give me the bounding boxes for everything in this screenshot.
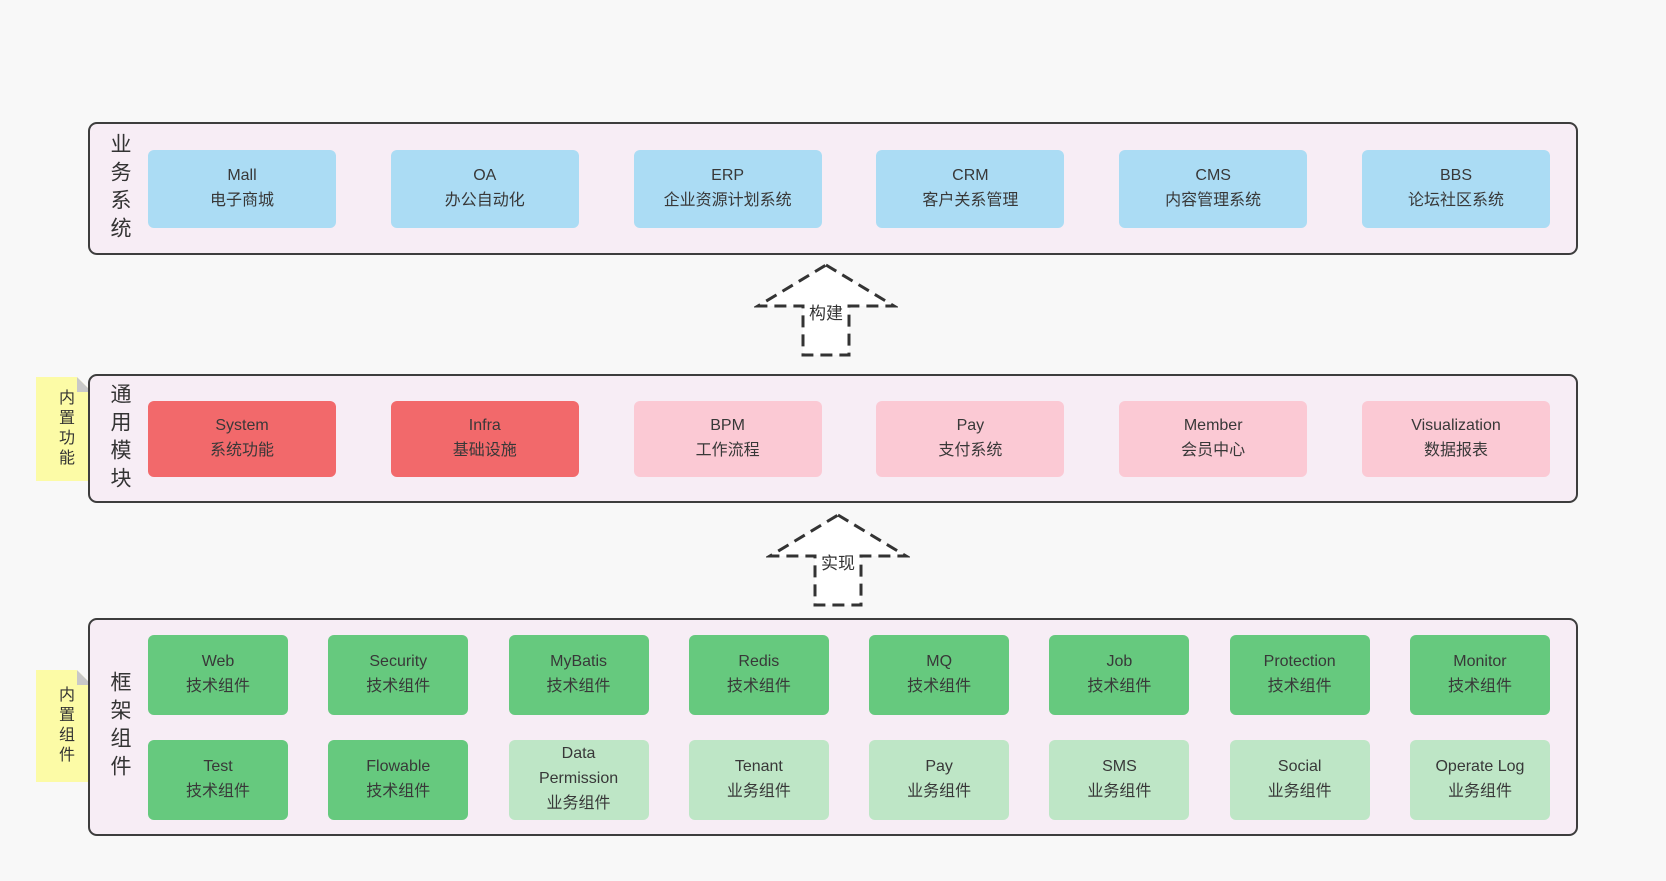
box-test: Test 技术组件	[148, 739, 288, 820]
framework-row-2: Test 技术组件 Flowable 技术组件 Data Permission …	[148, 739, 1550, 820]
box-bpm: BPM 工作流程	[633, 400, 822, 477]
band-framework-content: Web 技术组件 Security 技术组件 MyBatis 技术组件 Redi…	[148, 620, 1576, 834]
box-redis: Redis 技术组件	[688, 634, 829, 715]
box-oa: OA 办公自动化	[390, 149, 579, 228]
arrow-implement-label: 实现	[818, 549, 858, 574]
note-text: 内置功能	[56, 389, 73, 469]
band-framework-components: 框架组件 Web 技术组件 Security 技术组件 MyBatis 技术组件…	[88, 618, 1578, 836]
box-data-permission: Data Permission 业务组件	[508, 739, 649, 820]
note-built-in-features: 内置功能	[36, 377, 92, 481]
box-mq: MQ 技术组件	[869, 634, 1010, 715]
box-web: Web 技术组件	[148, 634, 288, 715]
box-flowable: Flowable 技术组件	[328, 739, 469, 820]
box-member: Member 会员中心	[1119, 400, 1308, 477]
box-security: Security 技术组件	[328, 634, 469, 715]
box-operate-log: Operate Log 业务组件	[1409, 739, 1550, 820]
box-mybatis: MyBatis 技术组件	[508, 634, 649, 715]
arrow-build-label: 构建	[806, 299, 846, 324]
arrow-build: 构建	[754, 262, 898, 358]
note-built-in-components: 内置组件	[36, 670, 92, 782]
band-label-business: 业务系统	[108, 132, 131, 245]
arrow-implement: 实现	[766, 512, 910, 608]
box-system: System 系统功能	[148, 400, 336, 477]
band-business-content: Mall 电子商城 OA 办公自动化 ERP 企业资源计划系统 CRM 客户关系…	[148, 124, 1576, 253]
band-label-framework: 框架组件	[108, 671, 131, 783]
box-monitor: Monitor 技术组件	[1409, 634, 1550, 715]
box-tenant: Tenant 业务组件	[688, 739, 829, 820]
framework-row-1: Web 技术组件 Security 技术组件 MyBatis 技术组件 Redi…	[148, 634, 1550, 715]
box-pay-component: Pay 业务组件	[869, 739, 1010, 820]
note-text: 内置组件	[56, 686, 73, 766]
band-business-systems: 业务系统 Mall 电子商城 OA 办公自动化 ERP 企业资源计划系统 CRM…	[88, 122, 1578, 255]
box-crm: CRM 客户关系管理	[876, 149, 1065, 228]
box-cms: CMS 内容管理系统	[1119, 149, 1308, 228]
box-pay-module: Pay 支付系统	[876, 400, 1065, 477]
box-bbs: BBS 论坛社区系统	[1361, 149, 1550, 228]
box-job: Job 技术组件	[1049, 634, 1190, 715]
box-sms: SMS 业务组件	[1049, 739, 1190, 820]
box-mall: Mall 电子商城	[148, 149, 336, 228]
box-visualization: Visualization 数据报表	[1361, 400, 1550, 477]
band-label-modules: 通用模块	[108, 382, 131, 495]
box-protection: Protection 技术组件	[1229, 634, 1370, 715]
band-modules-content: System 系统功能 Infra 基础设施 BPM 工作流程 Pay 支付系统…	[148, 376, 1576, 501]
band-common-modules: 通用模块 System 系统功能 Infra 基础设施 BPM 工作流程 Pay…	[88, 374, 1578, 503]
box-infra: Infra 基础设施	[390, 400, 579, 477]
box-erp: ERP 企业资源计划系统	[633, 149, 822, 228]
box-social: Social 业务组件	[1229, 739, 1370, 820]
